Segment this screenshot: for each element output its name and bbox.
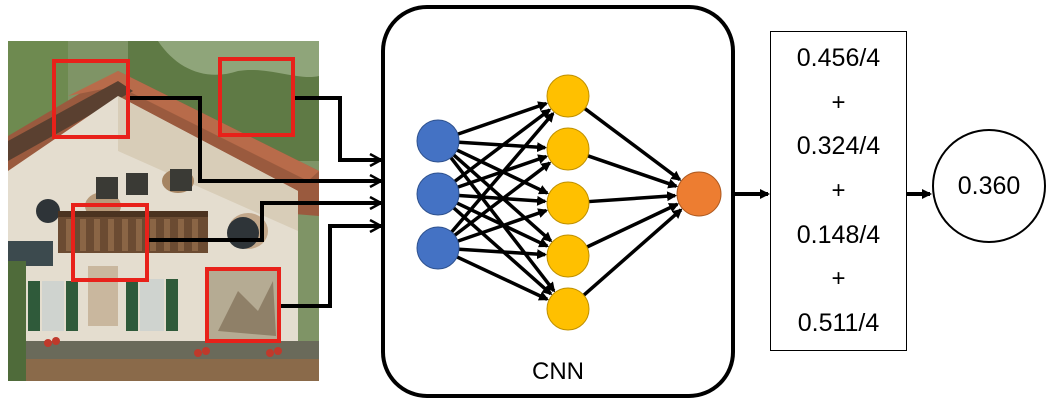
plus-sign-3: + xyxy=(831,265,846,293)
hidden-node-5 xyxy=(546,287,590,331)
input-node-1 xyxy=(416,119,460,163)
term-2: 0.324/4 xyxy=(796,132,881,161)
edge-hidden-2-output-1 xyxy=(587,154,679,189)
term-4: 0.511/4 xyxy=(797,309,880,338)
edge-hidden-5-output-1 xyxy=(582,208,683,297)
output-node-1 xyxy=(676,171,722,217)
patch-box-3 xyxy=(71,203,149,282)
hidden-node-4 xyxy=(546,234,590,278)
patch-arrow-4 xyxy=(279,226,381,308)
edge-input-3-hidden-1 xyxy=(450,111,555,234)
average-sum-box: 0.456/4 + 0.324/4 + 0.148/4 + 0.511/4 xyxy=(770,31,907,351)
plus-sign-1: + xyxy=(831,88,846,116)
patch-box-2 xyxy=(218,57,295,137)
result-circle: 0.360 xyxy=(932,129,1046,243)
patch-arrows xyxy=(128,96,381,308)
hidden-node-2 xyxy=(546,127,590,171)
edge-input-3-hidden-3 xyxy=(457,208,549,243)
edge-hidden-4-output-1 xyxy=(586,202,680,249)
edge-hidden-3-output-1 xyxy=(588,191,678,204)
edge-input-1-hidden-1 xyxy=(457,101,549,136)
patch-arrow-1 xyxy=(128,96,381,181)
plus-sign-2: + xyxy=(831,176,846,204)
term-3: 0.148/4 xyxy=(796,220,881,249)
edge-hidden-1-output-1 xyxy=(583,107,682,182)
edge-input-3-hidden-5 xyxy=(456,255,549,301)
edge-input-2-hidden-1 xyxy=(453,108,552,183)
patch-box-4 xyxy=(205,267,281,343)
patch-arrow-2 xyxy=(293,96,381,160)
hidden-node-1 xyxy=(546,74,590,118)
hidden-node-3 xyxy=(546,181,590,225)
input-node-2 xyxy=(416,172,460,216)
edge-input-3-hidden-4 xyxy=(458,247,548,260)
result-value: 0.360 xyxy=(957,171,1021,200)
patch-box-1 xyxy=(52,59,130,139)
term-1: 0.456/4 xyxy=(796,43,881,72)
patch-arrow-3 xyxy=(147,203,381,242)
image-patches xyxy=(52,57,295,343)
input-node-3 xyxy=(416,226,460,270)
network-nodes xyxy=(416,74,722,331)
network-edges xyxy=(449,101,683,301)
cnn-label: CNN xyxy=(532,358,584,385)
edge-input-3-hidden-2 xyxy=(453,161,552,237)
